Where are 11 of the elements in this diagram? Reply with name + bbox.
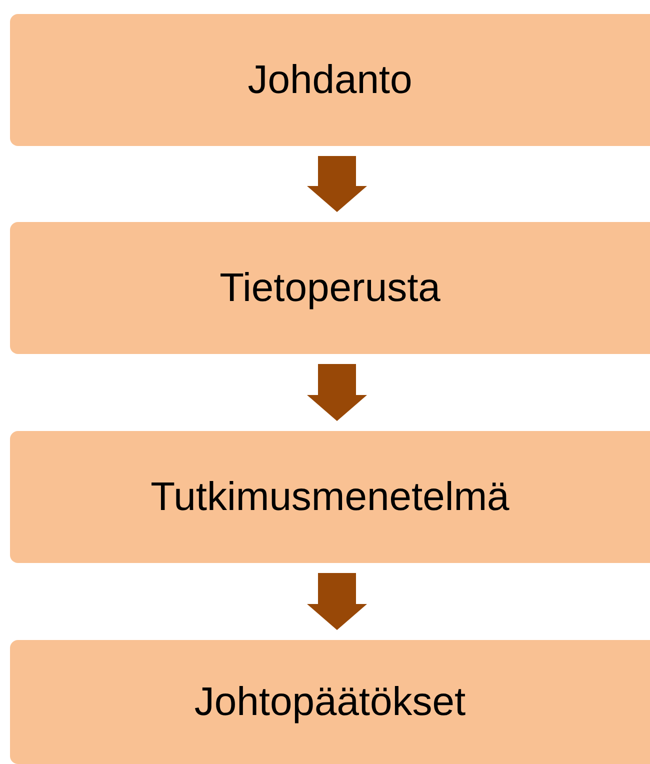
block-arrow xyxy=(307,156,367,212)
process-box xyxy=(10,222,650,354)
process-box xyxy=(10,14,650,146)
block-arrow xyxy=(307,364,367,421)
process-box xyxy=(10,640,650,764)
process-box xyxy=(10,431,650,563)
block-arrow xyxy=(307,573,367,630)
box-title: Tietoperusta xyxy=(220,265,440,312)
box-title: Johtopäätökset xyxy=(194,679,466,726)
box-title: Tutkimusmenetelmä xyxy=(150,474,510,521)
box-title: Johdanto xyxy=(248,57,412,104)
